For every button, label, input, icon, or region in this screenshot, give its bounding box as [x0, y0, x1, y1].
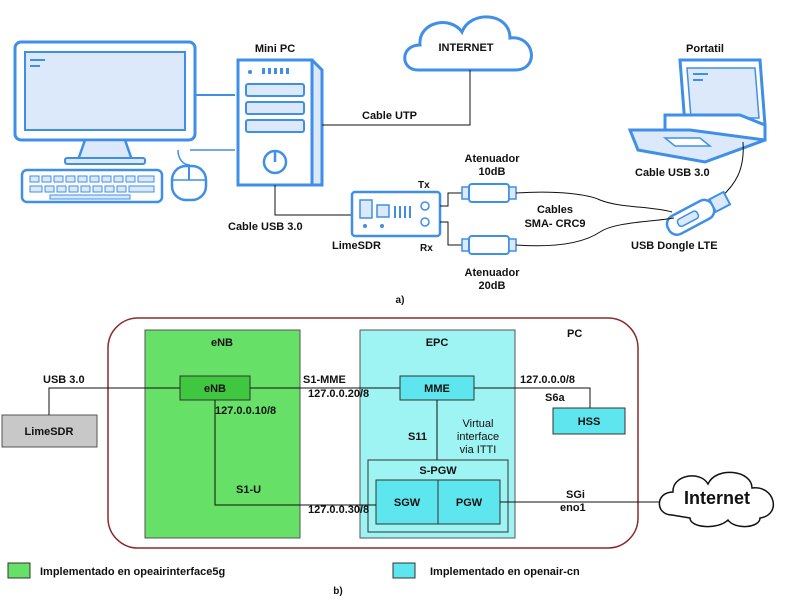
mouse-icon — [170, 149, 208, 202]
attenuator-20db-icon — [461, 235, 517, 255]
internet-cloud-b-icon — [658, 471, 775, 528]
epc-container-label: EPC — [426, 337, 449, 349]
hss-ip-label: 127.0.0.0/8 — [520, 374, 575, 386]
internet-label: INTERNET — [439, 42, 494, 54]
caption-b: b) — [333, 586, 342, 597]
mme-node — [399, 375, 475, 401]
laptop-icon — [627, 58, 767, 164]
monitor-icon — [13, 40, 197, 165]
sma-cable-top — [515, 191, 673, 213]
attenuator-10db-icon — [461, 183, 517, 203]
cable-utp-line — [322, 70, 471, 126]
s6a-label: S6a — [545, 392, 565, 404]
pgw-node-label: PGW — [456, 497, 483, 509]
attenuator-top-line2: 10dB — [479, 166, 506, 178]
usb-dongle-icon — [665, 190, 732, 236]
s6a-link — [474, 387, 591, 408]
attenuator-top-line1: Atenuador — [465, 153, 521, 165]
virtual-label-line1: Virtual — [463, 418, 494, 430]
enb-ip-label: 127.0.0.10/8 — [215, 405, 276, 417]
caption-a: a) — [396, 295, 405, 306]
s1-mme-ip-label: 127.0.0.20/8 — [308, 388, 369, 400]
cables-label-line1: Cables — [537, 204, 573, 216]
limesdr-label: LimeSDR — [332, 240, 381, 252]
portatil-label: Portatil — [686, 43, 724, 55]
sgi-label: SGi — [566, 489, 585, 501]
mini-pc-icon — [236, 58, 324, 187]
s11-label: S11 — [408, 431, 427, 443]
cable-utp-label: Cable UTP — [362, 110, 417, 122]
cables-label-line2: SMA- CRC9 — [524, 218, 585, 230]
s1-u-link — [214, 400, 376, 506]
sgw-node-label: SGW — [394, 497, 421, 509]
s1-u-ip-label: 127.0.0.30/8 — [308, 504, 369, 516]
pc-label: PC — [567, 328, 582, 340]
sma-cable-bottom — [515, 217, 675, 247]
mme-node-label: MME — [424, 383, 450, 395]
rx-label: Rx — [420, 243, 433, 254]
spgw-label: S-PGW — [419, 465, 457, 477]
usb-link — [48, 387, 180, 415]
keyboard-icon — [20, 168, 164, 204]
rx-cable — [440, 221, 462, 246]
mini-pc-label: Mini PC — [255, 43, 295, 55]
usb-dongle-label: USB Dongle LTE — [631, 240, 718, 252]
hss-node-label: HSS — [578, 416, 601, 428]
internet-cloud-b-label: Internet — [684, 488, 750, 508]
internet-cloud-icon — [403, 15, 533, 72]
limesdr-box — [1, 414, 98, 448]
legend-cyan-swatch — [392, 562, 416, 579]
hss-node — [552, 407, 626, 435]
enb-container-label: eNB — [211, 337, 233, 349]
cable-usb-right-label: Cable USB 3.0 — [635, 167, 710, 179]
sgw-node — [375, 479, 439, 525]
s1-mme-label: S1-MME — [303, 374, 346, 386]
eno1-label: eno1 — [560, 502, 586, 514]
limesdr-box-label: LimeSDR — [25, 426, 74, 438]
enb-container — [144, 329, 301, 539]
cable-usb-left-line — [274, 185, 352, 216]
legend-green-swatch — [7, 562, 31, 579]
usb-label: USB 3.0 — [43, 374, 85, 386]
tx-cable — [440, 192, 462, 207]
virtual-label-line2: interface — [457, 431, 499, 443]
cable-usb-left-label: Cable USB 3.0 — [228, 221, 303, 233]
legend-green-label: Implementado en opeairinterface5g — [40, 566, 225, 578]
tx-label: Tx — [418, 180, 430, 191]
enb-node-label: eNB — [204, 383, 226, 395]
s1-u-label: S1-U — [236, 484, 261, 496]
legend-cyan-label: Implementado en openair-cn — [430, 566, 580, 578]
attenuator-bottom-line1: Atenuador — [465, 267, 521, 279]
virtual-label-line3: via ITTI — [460, 444, 497, 456]
limesdr-board-icon — [350, 190, 442, 238]
attenuator-bottom-line2: 20dB — [479, 280, 506, 292]
